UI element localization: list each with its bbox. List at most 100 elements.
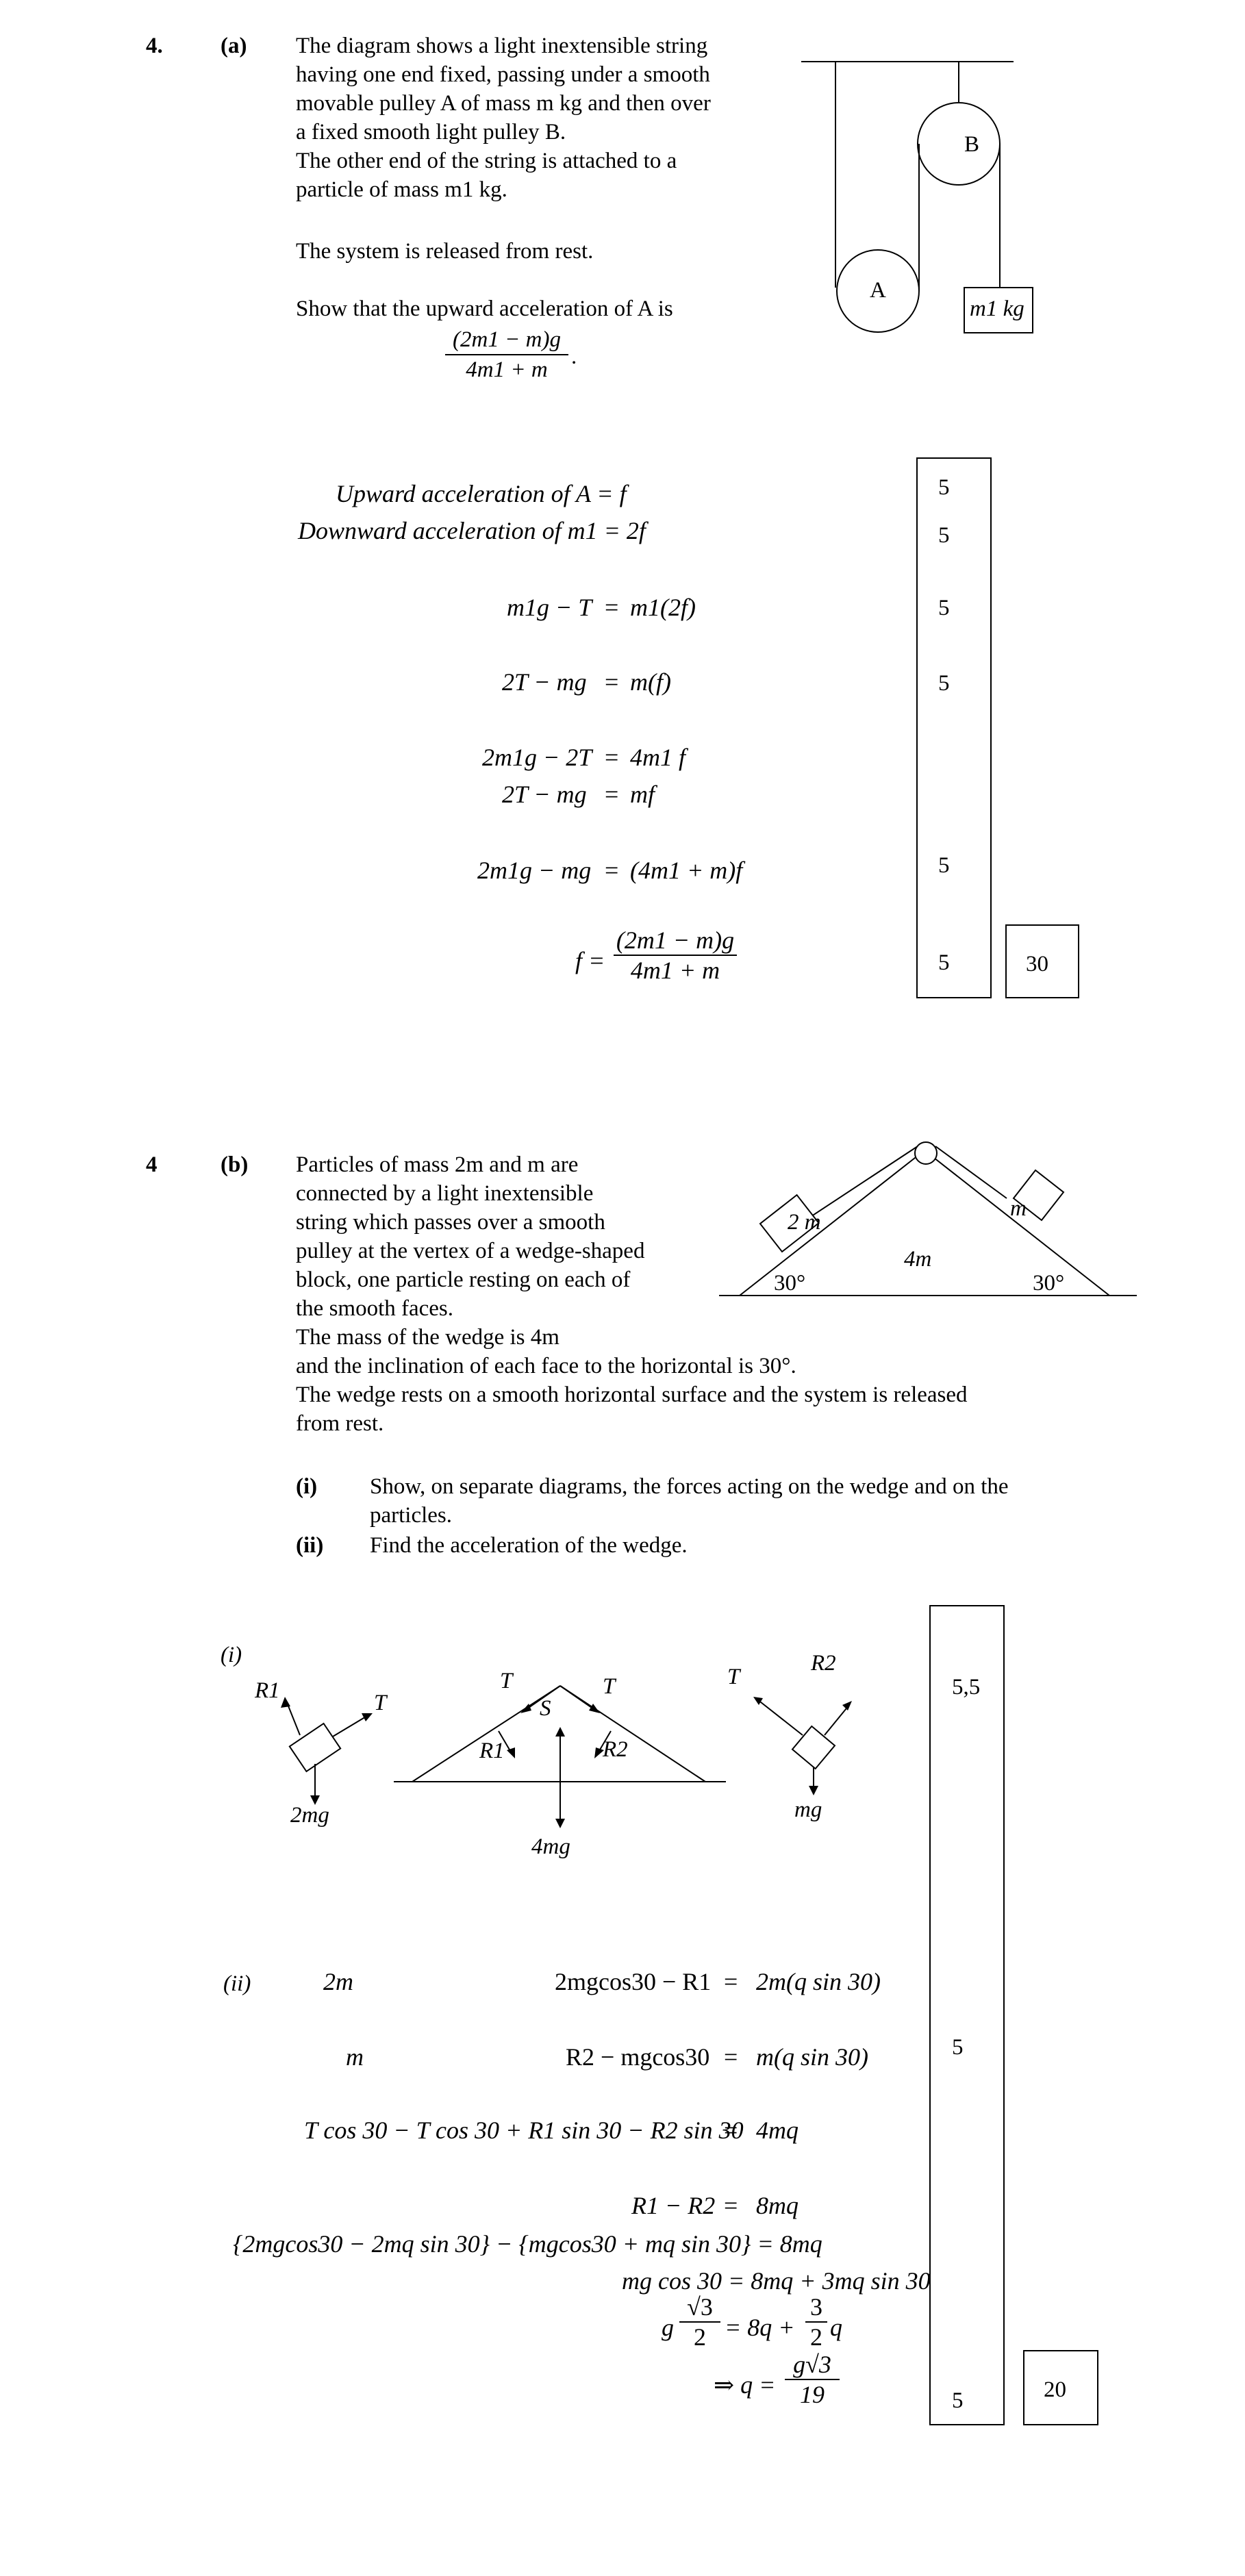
wedge-right-mass: m (1010, 1196, 1027, 1221)
e7-g: g (662, 2314, 674, 2341)
wedge-force-s: S (540, 1696, 551, 1721)
eq4-right: mf (630, 781, 655, 808)
pulley-a-label: A (870, 278, 886, 303)
mark: 5 (938, 950, 950, 975)
sub-i-label: (i) (296, 1474, 318, 1499)
pulley-diagram (801, 61, 1033, 333)
f-denominator: 4m1 + m (630, 957, 720, 984)
e1-right: 2m(q sin 30) (756, 1968, 881, 1995)
wedge-force-t-left: T (500, 1669, 513, 1693)
wedge-angle-right: 30° (1033, 1271, 1065, 1296)
particle-m-force-diagram (753, 1697, 852, 1795)
q4b-line-8: and the inclination of each face to the … (296, 1354, 796, 1378)
e4-equals: = (724, 2192, 738, 2219)
e7-den-2: 2 (810, 2323, 822, 2351)
wedge-force-t-right: T (603, 1674, 616, 1699)
q4a-result-numerator: (2m1 − m)g (445, 325, 568, 355)
sol-line-1: Upward acceleration of A = f (336, 480, 627, 507)
particle-2m-force-diagram (281, 1697, 373, 1805)
total-box-b (1023, 2350, 1098, 2425)
sol-line-2: Downward acceleration of m1 = 2f (298, 517, 646, 544)
e8-pre: ⇒ q = (714, 2371, 776, 2399)
e7-num-1: √3 (679, 2293, 720, 2323)
eq2-equals: = (605, 668, 619, 696)
mark: 5 (938, 671, 950, 696)
q4a-released: The system is released from rest. (296, 239, 594, 264)
e3-left: T cos 30 − T cos 30 + R1 sin 30 − R2 sin… (304, 2117, 744, 2144)
question-part-b: (b) (221, 1152, 249, 1177)
e6: mg cos 30 = 8mq + 3mq sin 30 (622, 2267, 931, 2295)
e3-equals: = (724, 2117, 738, 2144)
e5: {2mgcos30 − 2mq sin 30} − {mgcos30 + mq … (233, 2230, 822, 2258)
eq5-right: (4m1 + m)f (630, 857, 743, 884)
eq3-equals: = (605, 744, 619, 771)
eq1-left: m1g − T (507, 594, 592, 621)
eq2-left: 2T − mg (502, 668, 587, 696)
marks-column-b (929, 1605, 1005, 2425)
eq2-right: m(f) (630, 668, 671, 696)
e7-mid: = 8q + (725, 2314, 795, 2341)
total-mark-b: 20 (1044, 2377, 1066, 2402)
q4a-line-5: The other end of the string is attached … (296, 149, 677, 173)
eq4-equals: = (605, 781, 619, 808)
q4b-line-9: The wedge rests on a smooth horizontal s… (296, 1382, 968, 1407)
q4a-result-denominator: 4m1 + m (466, 357, 548, 382)
particle-m-force-r2: R2 (811, 1651, 836, 1676)
q4b-line-7: The mass of the wedge is 4m (296, 1325, 559, 1350)
wedge-mass: 4m (904, 1247, 932, 1272)
sub-i-text-2: particles. (370, 1503, 453, 1528)
force-2mg: 2mg (290, 1803, 329, 1828)
q4a-line-6: particle of mass m1 kg. (296, 177, 507, 202)
q4b-line-3: string which passes over a smooth (296, 1210, 605, 1235)
f-fraction: (2m1 − m)g 4m1 + m (614, 926, 737, 985)
e8-frac: g√3 19 (785, 2350, 840, 2409)
e2-equals: = (724, 2043, 738, 2071)
e7-frac-2: 3 2 (805, 2293, 827, 2351)
wedge-diagram (719, 1141, 1137, 1296)
mark: 5 (938, 596, 950, 620)
wedge-force-r1: R1 (479, 1739, 505, 1763)
q4b-line-6: the smooth faces. (296, 1296, 454, 1321)
mark: 5 (952, 2388, 964, 2413)
q4a-result: (2m1 − m)g 4m1 + m (445, 325, 568, 384)
mark: 5 (938, 523, 950, 548)
q4a-show: Show that the upward acceleration of A i… (296, 296, 673, 321)
particle-m-force-mg: mg (794, 1797, 822, 1822)
eq5-equals: = (605, 857, 619, 884)
mark: 5 (952, 2035, 964, 2060)
e4-left: R1 − R2 (631, 2192, 716, 2219)
total-box-a (1005, 924, 1079, 998)
particle-label: m1 kg (970, 296, 1024, 321)
sub-i-text-1: Show, on separate diagrams, the forces a… (370, 1474, 1009, 1499)
eq1-equals: = (605, 594, 619, 621)
wedge-left-mass: 2 m (788, 1210, 821, 1235)
q4b-line-1: Particles of mass 2m and m are (296, 1152, 579, 1177)
mark: 5,5 (952, 1675, 981, 1700)
force-r1: R1 (255, 1678, 280, 1703)
e7-q: q (830, 2314, 842, 2341)
wedge-force-r2: R2 (603, 1737, 628, 1762)
label-2m: 2m (323, 1968, 353, 1995)
e7-den-1: 2 (694, 2323, 706, 2351)
e1-equals: = (724, 1968, 738, 1995)
eq1-right: m1(2f) (630, 594, 696, 621)
marks-column-a (916, 457, 992, 998)
sol-ii-label: (ii) (223, 1971, 251, 1996)
q4b-line-5: block, one particle resting on each of (296, 1267, 631, 1292)
eq3-left: 2m1g − 2T (482, 744, 592, 771)
mark: 5 (938, 475, 950, 500)
total-mark-a: 30 (1026, 952, 1048, 976)
q4a-line-1: The diagram shows a light inextensible s… (296, 34, 708, 58)
sol-i-label: (i) (221, 1643, 242, 1667)
eq4-left: 2T − mg (502, 781, 587, 808)
e2-left: R2 − mgcos30 (566, 2043, 710, 2071)
q4a-line-3: movable pulley A of mass m kg and then o… (296, 91, 711, 116)
q4b-line-10: from rest. (296, 1411, 384, 1436)
f-lhs: f = (575, 947, 605, 974)
eq5-left: 2m1g − mg (477, 857, 592, 884)
e7-frac-1: √3 2 (679, 2293, 720, 2351)
eq3-right: 4m1 f (630, 744, 686, 771)
sub-ii-label: (ii) (296, 1533, 324, 1558)
e2-right: m(q sin 30) (756, 2043, 868, 2071)
